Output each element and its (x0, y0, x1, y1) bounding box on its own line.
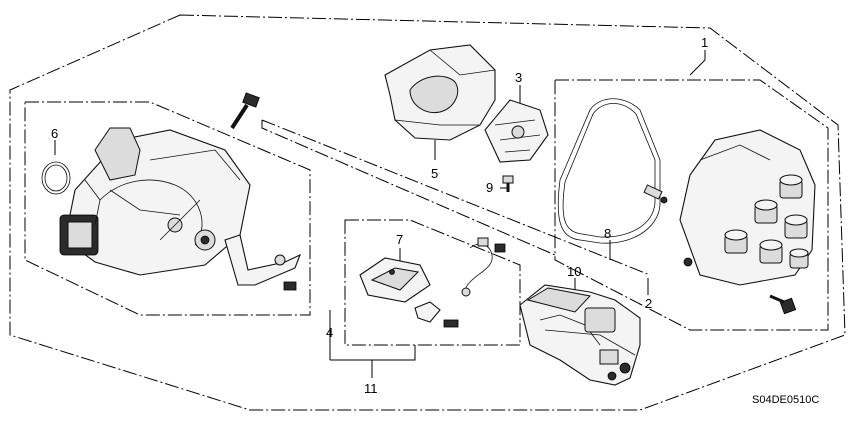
bolt-long-part (230, 92, 260, 130)
cap-group-boundary (554, 79, 829, 331)
callout-8: 8 (604, 226, 611, 241)
carbon-brush-part (643, 184, 668, 204)
group-divider-lower (261, 119, 651, 276)
callout-3: 3 (515, 70, 522, 85)
inner-cover-part (384, 44, 496, 141)
group-divider-upper (261, 120, 556, 256)
callout-7: 7 (396, 232, 403, 247)
cap-bolt-part (769, 294, 797, 315)
assembly-boundary (9, 14, 846, 411)
igniter-module-part (359, 257, 431, 303)
callout-10: 10 (567, 264, 581, 279)
rotor-part (484, 99, 549, 163)
sensor-wire-part (461, 237, 506, 297)
callout-11: 11 (364, 381, 378, 396)
bracket-part (224, 234, 302, 291)
callout-9: 9 (486, 180, 493, 195)
diagram-code: S04DE0510C (752, 394, 819, 406)
callout-6: 6 (51, 126, 58, 141)
o-ring-part (41, 161, 71, 195)
housing-group-boundary (24, 101, 311, 316)
distributor-housing-part (59, 127, 251, 276)
igniter-bracket-part (414, 301, 459, 328)
callout-4: 4 (326, 325, 333, 340)
cap-gasket-part (557, 98, 661, 244)
screw-part (502, 175, 514, 192)
callout-2: 2 (645, 296, 652, 311)
callout-1: 1 (701, 35, 708, 50)
distributor-cap-part (679, 129, 816, 286)
ignition-coil-part (519, 284, 641, 386)
callout-5: 5 (431, 166, 438, 181)
cap-terminals (724, 174, 809, 269)
